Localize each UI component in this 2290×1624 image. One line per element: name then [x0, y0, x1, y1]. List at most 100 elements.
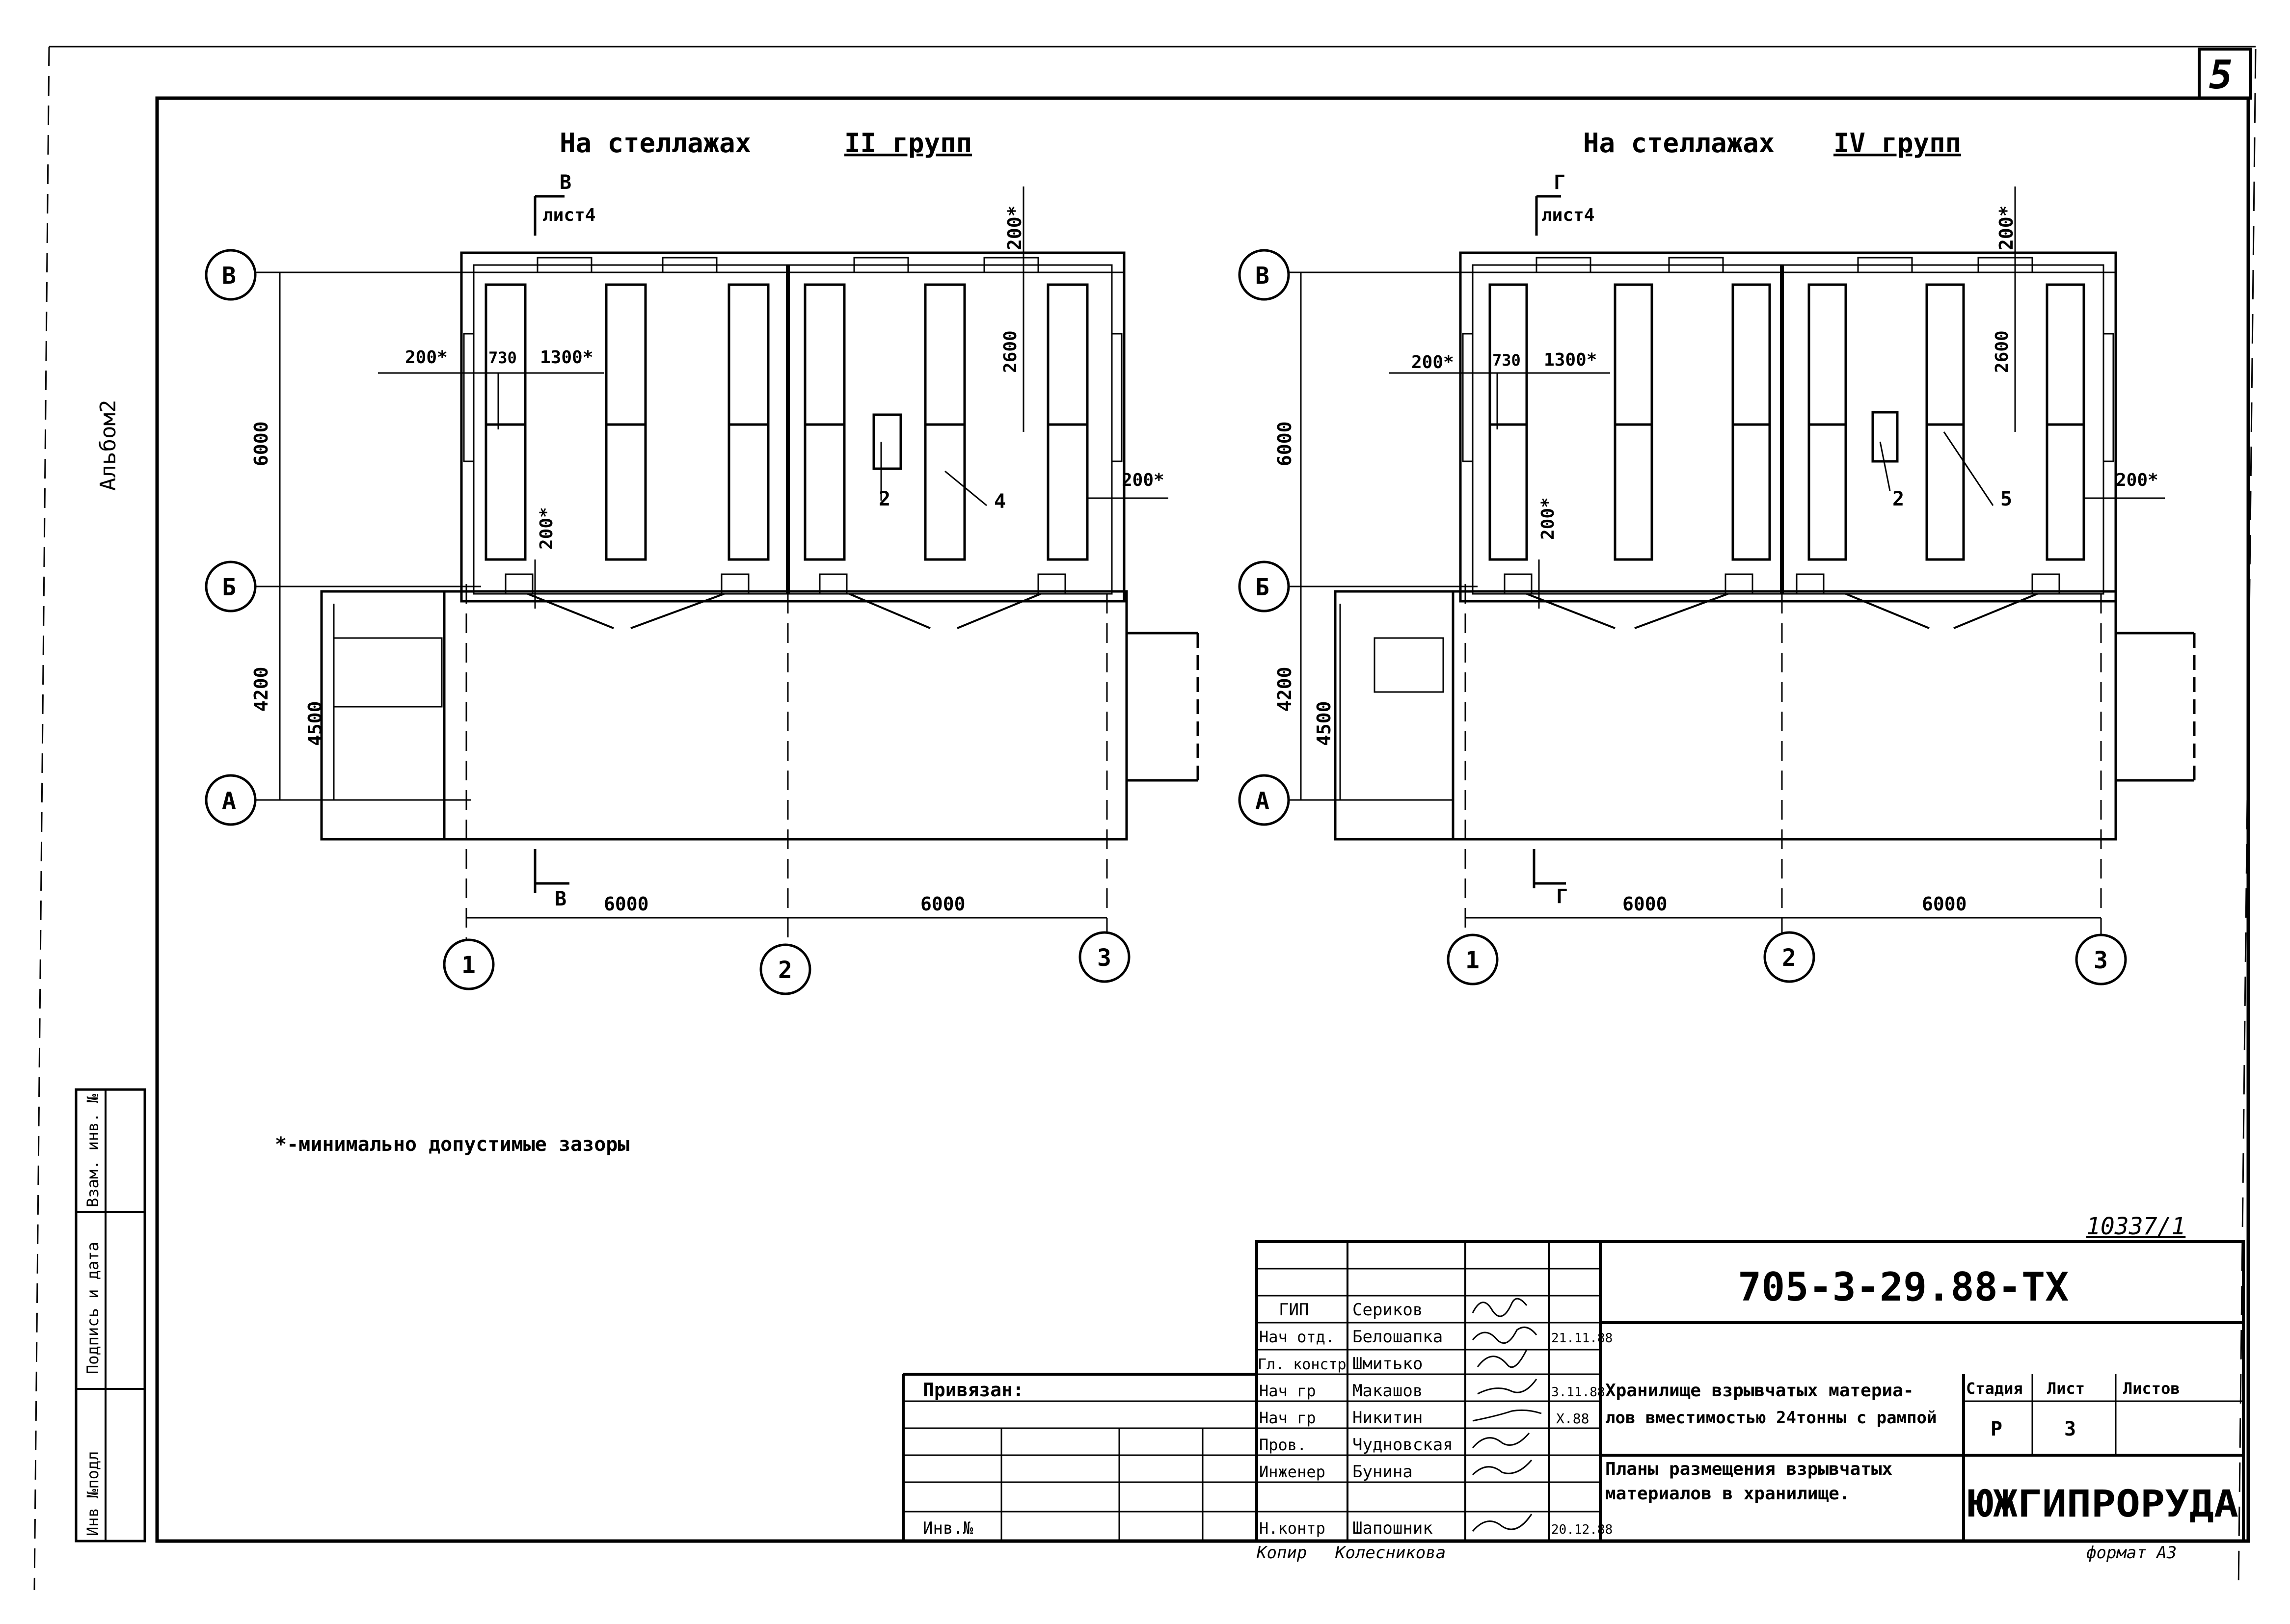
- signer-name: Шапошник: [1352, 1518, 1433, 1538]
- left-dim-4500-v: 4500: [304, 701, 326, 746]
- signer-name: Никитин: [1352, 1408, 1423, 1428]
- role: Нач гр: [1259, 1382, 1316, 1400]
- signer-name: Сериков: [1352, 1300, 1423, 1320]
- sign-rows: ГИП Сериков Нач отд. Белошапка 21.11.88 …: [1258, 1300, 1613, 1538]
- sign-date: 3.11.88: [1551, 1385, 1605, 1400]
- right-callout-5: 5: [2000, 488, 2012, 510]
- signer-name: Шмитько: [1352, 1354, 1423, 1374]
- right-section-top-sheet: лист4: [1541, 205, 1594, 225]
- plan-left: На стеллажах II групп: [205, 128, 1199, 995]
- right-dim-6000-v: 6000: [1274, 421, 1295, 466]
- right-axis-2: 2: [1782, 944, 1796, 972]
- right-section-bottom: Г: [1556, 885, 1568, 908]
- archive-number: 10337/1: [2086, 1213, 2185, 1240]
- left-axis-3: 3: [1097, 944, 1111, 972]
- paper-format: формат А3: [2086, 1543, 2177, 1563]
- right-dim-6000-a: 6000: [1622, 893, 1668, 915]
- page-number: 5: [2209, 52, 2233, 98]
- left-dim-2600: 2600: [1000, 330, 1021, 373]
- sheet-title-line2: материалов в хранилище.: [1605, 1484, 1850, 1504]
- sign-date: X.88: [1556, 1411, 1589, 1427]
- left-axis-v: В: [222, 262, 236, 290]
- right-callout-2: 2: [1892, 488, 1904, 510]
- sheet-value: 3: [2064, 1418, 2076, 1440]
- plan-right-title-group: IV групп: [1833, 128, 1961, 159]
- left-section-top: В: [560, 171, 571, 194]
- object-title-line1: Хранилище взрывчатых материа-: [1605, 1381, 1914, 1401]
- left-section-top-sheet: лист4: [542, 205, 595, 225]
- left-axis-a: А: [222, 787, 236, 815]
- right-dim-inner-200: 200*: [1538, 497, 1558, 540]
- left-dim-top-200: 200*: [1004, 205, 1025, 250]
- stamp-inv-original: Инв №подл: [83, 1451, 102, 1536]
- designation: 705-3-29.88-ТХ: [1738, 1264, 2069, 1310]
- copied-by-label: Копир: [1256, 1543, 1307, 1563]
- note-min-gaps: *-минимально допустимые зазоры: [275, 1133, 629, 1156]
- left-section-bottom: В: [555, 888, 566, 910]
- album-label: Альбом2: [96, 400, 121, 491]
- signer-name: Макашов: [1352, 1381, 1423, 1401]
- role: Нач гр: [1259, 1409, 1316, 1427]
- right-dim-4200-v: 4200: [1274, 666, 1295, 712]
- signer-name: Белошапка: [1352, 1327, 1443, 1347]
- left-axis-1: 1: [461, 952, 476, 979]
- role: Инженер: [1259, 1463, 1325, 1481]
- side-stamp: [75, 1088, 146, 1543]
- stage-label: Стадия: [1966, 1379, 2023, 1398]
- right-axis-3: 3: [2094, 947, 2108, 974]
- sign-date: 21.11.88: [1551, 1331, 1613, 1346]
- right-dim-4500-v: 4500: [1313, 701, 1335, 746]
- left-dim-inner-200: 200*: [537, 507, 557, 550]
- plan-left-title-group: II групп: [844, 128, 972, 159]
- left-callout-4: 4: [994, 490, 1006, 513]
- right-axis-1: 1: [1465, 947, 1480, 974]
- role: ГИП: [1279, 1300, 1309, 1320]
- right-axis-a: А: [1255, 787, 1269, 815]
- sheet-label: Лист: [2047, 1379, 2085, 1398]
- right-dim-1300: 1300*: [1544, 350, 1597, 370]
- role: Н.контр: [1259, 1519, 1325, 1538]
- sign-date: 20.12.88: [1551, 1522, 1613, 1537]
- plan-right: На стеллажах IV групп: [1238, 128, 2196, 985]
- right-section-top: Г: [1554, 171, 1565, 194]
- stamp-replaces-inv: Взам. инв. №: [83, 1093, 102, 1207]
- title-block: [902, 1240, 2245, 1543]
- right-dim-top-200: 200*: [1995, 205, 2017, 250]
- role: Гл. констр: [1258, 1356, 1347, 1373]
- stamp-sign-date: Подпись и дата: [83, 1242, 102, 1374]
- left-callout-2: 2: [879, 488, 890, 510]
- right-dim-2600: 2600: [1992, 330, 2012, 373]
- left-dim-right-200: 200*: [1122, 470, 1164, 490]
- copier-name: Колесникова: [1335, 1543, 1446, 1563]
- plan-right-title-prefix: На стеллажах: [1583, 128, 1775, 159]
- left-dim-730: 730: [488, 348, 517, 367]
- bound-to-label: Привязан:: [923, 1379, 1024, 1401]
- right-axis-v: В: [1255, 262, 1269, 290]
- left-axis-b: Б: [222, 574, 236, 601]
- left-dim-6000-a: 6000: [604, 893, 649, 915]
- signatures: [1472, 1298, 1542, 1532]
- right-dim-left-200: 200*: [1411, 352, 1454, 373]
- object-title-line2: лов вместимостью 24тонны с рампой: [1605, 1408, 1937, 1428]
- left-dim-6000-b: 6000: [920, 893, 966, 915]
- inv-no-label: Инв.№: [923, 1518, 973, 1538]
- signer-name: Бунина: [1352, 1462, 1413, 1482]
- left-dim-4200-v: 4200: [250, 666, 272, 712]
- inner-frame: [155, 96, 2250, 1543]
- right-dim-right-200: 200*: [2116, 470, 2158, 490]
- role: Нач отд.: [1259, 1328, 1335, 1346]
- right-dim-6000-b: 6000: [1922, 893, 1967, 915]
- plan-left-title-prefix: На стеллажах: [560, 128, 751, 159]
- page-number-box: [2198, 48, 2252, 100]
- signer-name: Чудновская: [1352, 1435, 1453, 1455]
- left-axis-2: 2: [778, 957, 792, 984]
- role: Пров.: [1259, 1436, 1306, 1454]
- stage-value: Р: [1991, 1418, 2002, 1440]
- left-dim-6000-v: 6000: [250, 421, 272, 466]
- sheets-label: Листов: [2123, 1379, 2180, 1398]
- left-dim-left-200: 200*: [405, 347, 448, 368]
- right-axis-b: Б: [1255, 574, 1269, 601]
- right-dim-730: 730: [1492, 351, 1521, 370]
- organization-name: ЮЖГИПРОРУДА: [1968, 1482, 2238, 1525]
